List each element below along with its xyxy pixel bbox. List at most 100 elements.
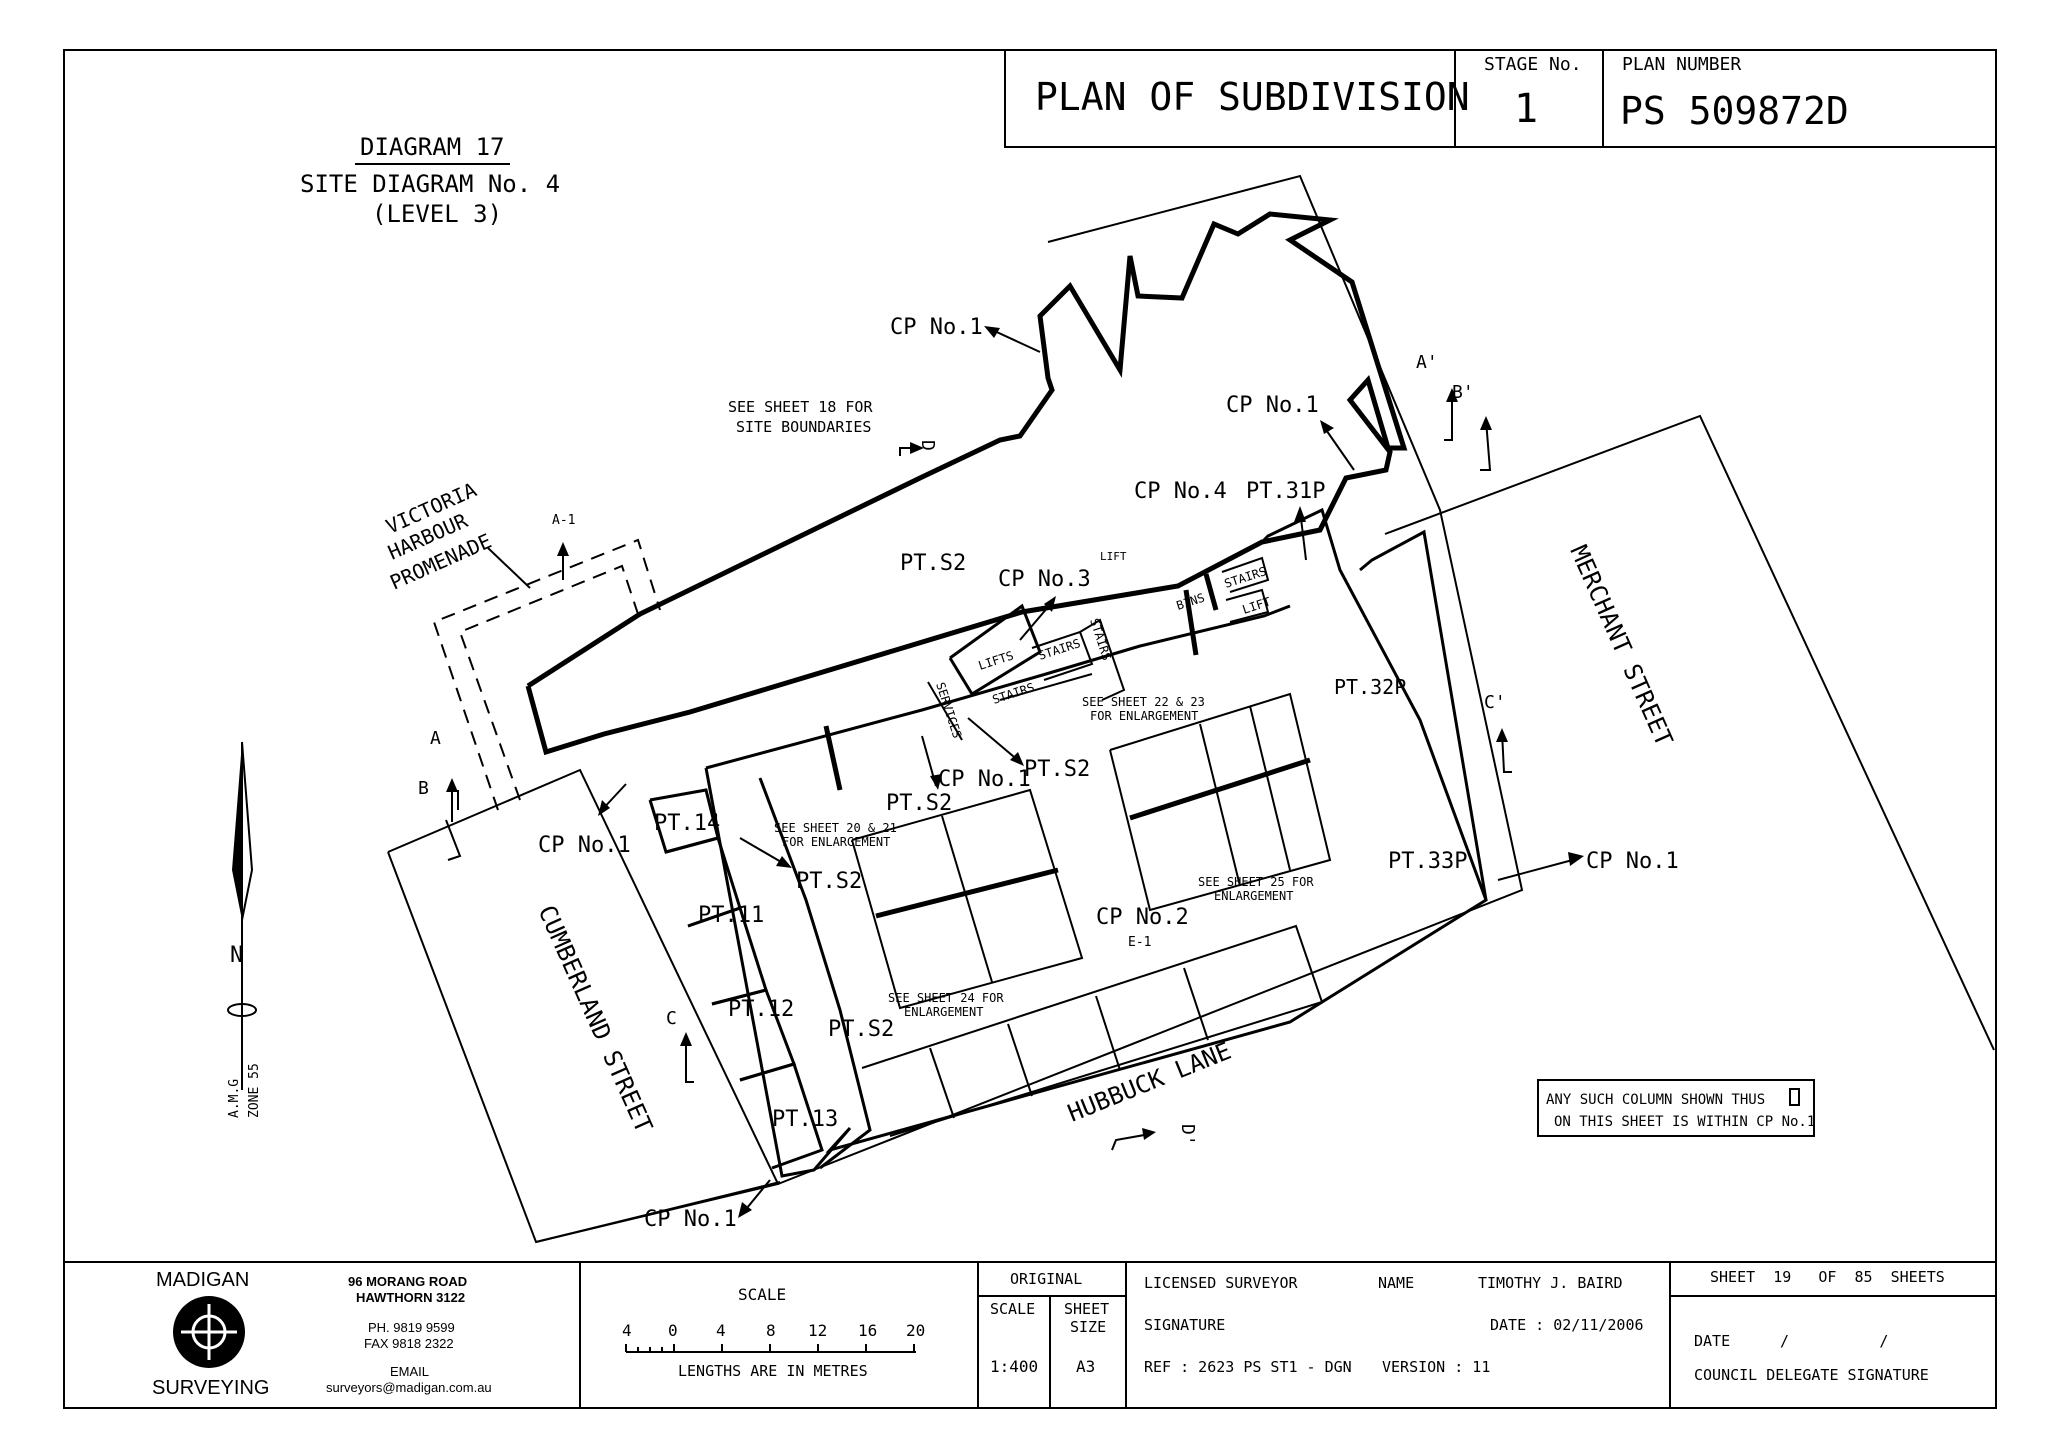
company-name-bottom: SURVEYING: [152, 1377, 269, 1399]
date-label: DATE: [1694, 1332, 1730, 1350]
street-hubbuck: HUBBUCK LANE: [1064, 1037, 1235, 1128]
zone-label: ZONE 55: [247, 1063, 262, 1118]
date-slashes: / /: [1780, 1332, 1888, 1350]
name-label: NAME: [1378, 1274, 1414, 1292]
label-see2223-1: SEE SHEET 22 & 23: [1082, 695, 1205, 709]
signature-label: SIGNATURE: [1144, 1316, 1225, 1334]
scale-tick-2: 4: [716, 1321, 726, 1340]
label-pt-s2-left: PT.S2: [886, 791, 952, 816]
label-cp3: CP No.3: [998, 567, 1091, 592]
label-see2223-2: FOR ENLARGEMENT: [1090, 709, 1198, 723]
label-cp4: CP No.4: [1134, 479, 1227, 504]
label-cp1-left: CP No.1: [538, 833, 631, 858]
council-signature: COUNCIL DELEGATE SIGNATURE: [1694, 1366, 1929, 1384]
label-cp2: CP No.2: [1096, 905, 1189, 930]
street-cumberland: CUMBERLAND STREET: [533, 901, 658, 1137]
building-outline: [525, 211, 1488, 1178]
label-see2021-1: SEE SHEET 20 & 21: [774, 821, 897, 835]
label-see18-1: SEE SHEET 18 FOR: [728, 398, 873, 416]
label-c: C: [666, 1008, 677, 1029]
sheet-size-label-2: SIZE: [1070, 1318, 1106, 1336]
label-pt-s2-top: PT.S2: [900, 551, 966, 576]
label-a-prime: A': [1416, 352, 1438, 373]
sheet-of: SHEET 19 OF 85 SHEETS: [1710, 1268, 1945, 1286]
plan-title: PLAN OF SUBDIVISION: [1035, 75, 1470, 119]
label-stairs-1: STAIRS: [1037, 636, 1083, 663]
label-d: D: [917, 440, 938, 451]
original-label: ORIGINAL: [1010, 1270, 1082, 1288]
phone: PH. 9819 9599: [368, 1320, 455, 1335]
orig-scale-label: SCALE: [990, 1300, 1035, 1318]
scale-tick-6: 20: [906, 1321, 925, 1340]
label-a: A: [430, 728, 441, 749]
promenade-outline: [432, 538, 661, 811]
site-diagram-no: SITE DIAGRAM No. 4: [300, 170, 560, 198]
street-boundaries: [387, 174, 1995, 1244]
diagram-title: DIAGRAM 17: [360, 133, 505, 161]
label-lift-box: LIFT: [1100, 550, 1127, 563]
stage-value: 1: [1514, 86, 1538, 132]
label-see25-1: SEE SHEET 25 FOR: [1198, 875, 1314, 889]
column-note: ANY SUCH COLUMN SHOWN THUS ON THIS SHEET…: [1537, 1079, 1815, 1137]
scale-tick-3: 8: [766, 1321, 776, 1340]
label-see2021-2: FOR ENLARGEMENT: [782, 835, 890, 849]
label-pt11: PT.11: [698, 903, 764, 928]
north-arrow: N A.M.G ZONE 55: [227, 741, 262, 1118]
label-cp1-upper-right: CP No.1: [1226, 393, 1319, 418]
label-pt-s2-bottom: PT.S2: [828, 1017, 894, 1042]
leader-arrows: [487, 326, 1584, 1218]
column-note-line1: ANY SUCH COLUMN SHOWN THUS: [1546, 1092, 1765, 1108]
label-a1: A-1: [552, 513, 575, 528]
label-b: B: [418, 778, 429, 799]
label-b-prime: B': [1452, 382, 1474, 403]
section-markers: [445, 388, 1512, 1151]
scale-tick-0: 4: [622, 1321, 632, 1340]
column-note-line2: ON THIS SHEET IS WITHIN CP No.1: [1554, 1114, 1815, 1130]
label-pt14: PT.14: [654, 811, 720, 836]
label-pt-s2-mid: PT.S2: [1024, 757, 1090, 782]
label-see18-2: SITE BOUNDARIES: [736, 418, 871, 436]
label-see24-2: ENLARGEMENT: [904, 1005, 983, 1019]
level-label: (LEVEL 3): [372, 200, 502, 228]
title-block: PLAN OF SUBDIVISION STAGE No. 1 PLAN NUM…: [1004, 49, 1997, 148]
label-see25-2: ENLARGEMENT: [1214, 889, 1293, 903]
sheet-size-value: A3: [1076, 1357, 1095, 1376]
sheet-border: [63, 49, 1997, 1409]
label-cp1-right: CP No.1: [1586, 849, 1679, 874]
parking-bays: [851, 692, 1332, 1137]
surveyor-name: TIMOTHY J. BAIRD: [1478, 1274, 1623, 1292]
label-d-prime: D': [1177, 1124, 1198, 1146]
label-see24-1: SEE SHEET 24 FOR: [888, 991, 1004, 1005]
core-services: [823, 556, 1270, 791]
left-units: [648, 788, 824, 1170]
scale-title: SCALE: [738, 1285, 786, 1304]
label-pt33p: PT.33P: [1388, 849, 1467, 874]
label-cp1-mid: CP No.1: [938, 767, 1031, 792]
label-pt32p: PT.32P: [1334, 675, 1406, 699]
fax: FAX 9818 2322: [364, 1336, 454, 1351]
sheet-size-label-1: SHEET: [1064, 1300, 1109, 1318]
label-services: SERVICES: [933, 681, 964, 740]
label-pt-s2-lower: PT.S2: [796, 869, 862, 894]
plan-number: PS 509872D: [1620, 89, 1849, 133]
scale-units: LENGTHS ARE IN METRES: [678, 1362, 868, 1380]
plan-number-label: PLAN NUMBER: [1622, 54, 1741, 75]
scale-bar: [625, 1344, 916, 1353]
footer-block: MADIGAN SURVEYING 96 MORANG ROAD HAWTHOR…: [64, 1261, 1996, 1408]
label-stairs-2: STAIRS: [1087, 617, 1114, 663]
email: surveyors@madigan.com.au: [326, 1380, 492, 1395]
amg-label: A.M.G: [227, 1079, 242, 1118]
survey-date: DATE : 02/11/2006: [1490, 1316, 1644, 1334]
orig-scale-value: 1:400: [990, 1357, 1038, 1376]
scale-tick-5: 16: [858, 1321, 877, 1340]
label-pt13: PT.13: [772, 1107, 838, 1132]
scale-tick-1: 0: [668, 1321, 678, 1340]
label-cp1-top: CP No.1: [890, 315, 983, 340]
email-label: EMAIL: [390, 1364, 429, 1379]
ref-text: REF : 2623 PS ST1 - DGN: [1144, 1358, 1352, 1376]
version-text: VERSION : 11: [1382, 1358, 1490, 1376]
label-pt12: PT.12: [728, 997, 794, 1022]
address-line1: 96 MORANG ROAD: [348, 1274, 467, 1289]
street-merchant: MERCHANT STREET: [1565, 541, 1679, 750]
